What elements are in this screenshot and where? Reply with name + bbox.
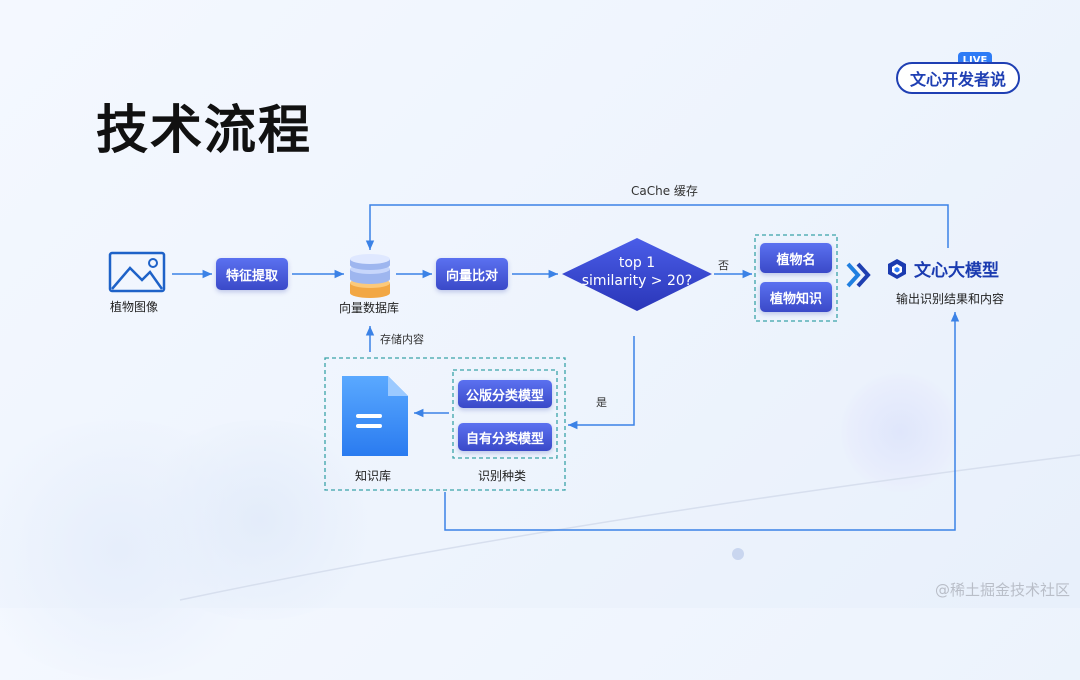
decorative-curve — [179, 454, 1080, 601]
document-icon — [342, 376, 408, 456]
watermark: @稀土掘金技术社区 — [934, 581, 1070, 599]
arrow-output-loop — [444, 312, 960, 531]
chevron-right-icon — [846, 262, 871, 288]
output-label: 输出识别结果和内容 — [896, 292, 1005, 306]
models-group — [452, 369, 558, 459]
llm-node: 文心大模型 — [886, 256, 999, 281]
vector-db-label: 向量数据库 — [339, 301, 400, 315]
page-title: 技术流程 — [96, 101, 313, 161]
vector-compare-node: 向量比对 — [436, 258, 508, 290]
database-icon — [350, 254, 390, 298]
plant-image-label: 植物图像 — [110, 300, 159, 314]
own-model-node: 自有分类模型 — [458, 423, 552, 451]
arrow-cache-loop — [365, 204, 949, 250]
store-content-label: 存储内容 — [380, 333, 424, 346]
ernie-logo-icon — [888, 258, 906, 279]
knowledge-base-label: 知识库 — [355, 469, 392, 483]
plant-name-node: 植物名 — [760, 243, 832, 273]
feature-extract-node: 特征提取 — [216, 258, 288, 290]
recognize-species-label: 识别种类 — [478, 469, 527, 483]
decision-text: top 1 similarity > 20? — [562, 254, 712, 290]
plant-knowledge-node: 植物知识 — [760, 282, 832, 312]
arrow-yes-branch — [568, 336, 635, 430]
llm-label: 文心大模型 — [914, 261, 999, 281]
brand-logo: 文心开发者说 — [896, 62, 1020, 94]
flow-diagram — [108, 204, 1080, 601]
classification-group — [324, 357, 566, 491]
decorative-dot — [732, 548, 744, 560]
decision-line-1: top 1 — [618, 255, 656, 271]
decision-line-2: similarity > 20? — [581, 273, 693, 289]
no-label: 否 — [718, 259, 729, 272]
decision-diamond — [562, 238, 712, 311]
cache-label: CaChe 缓存 — [631, 184, 698, 198]
image-icon — [108, 251, 166, 293]
public-model-node: 公版分类模型 — [458, 380, 552, 408]
yes-label: 是 — [596, 396, 607, 409]
